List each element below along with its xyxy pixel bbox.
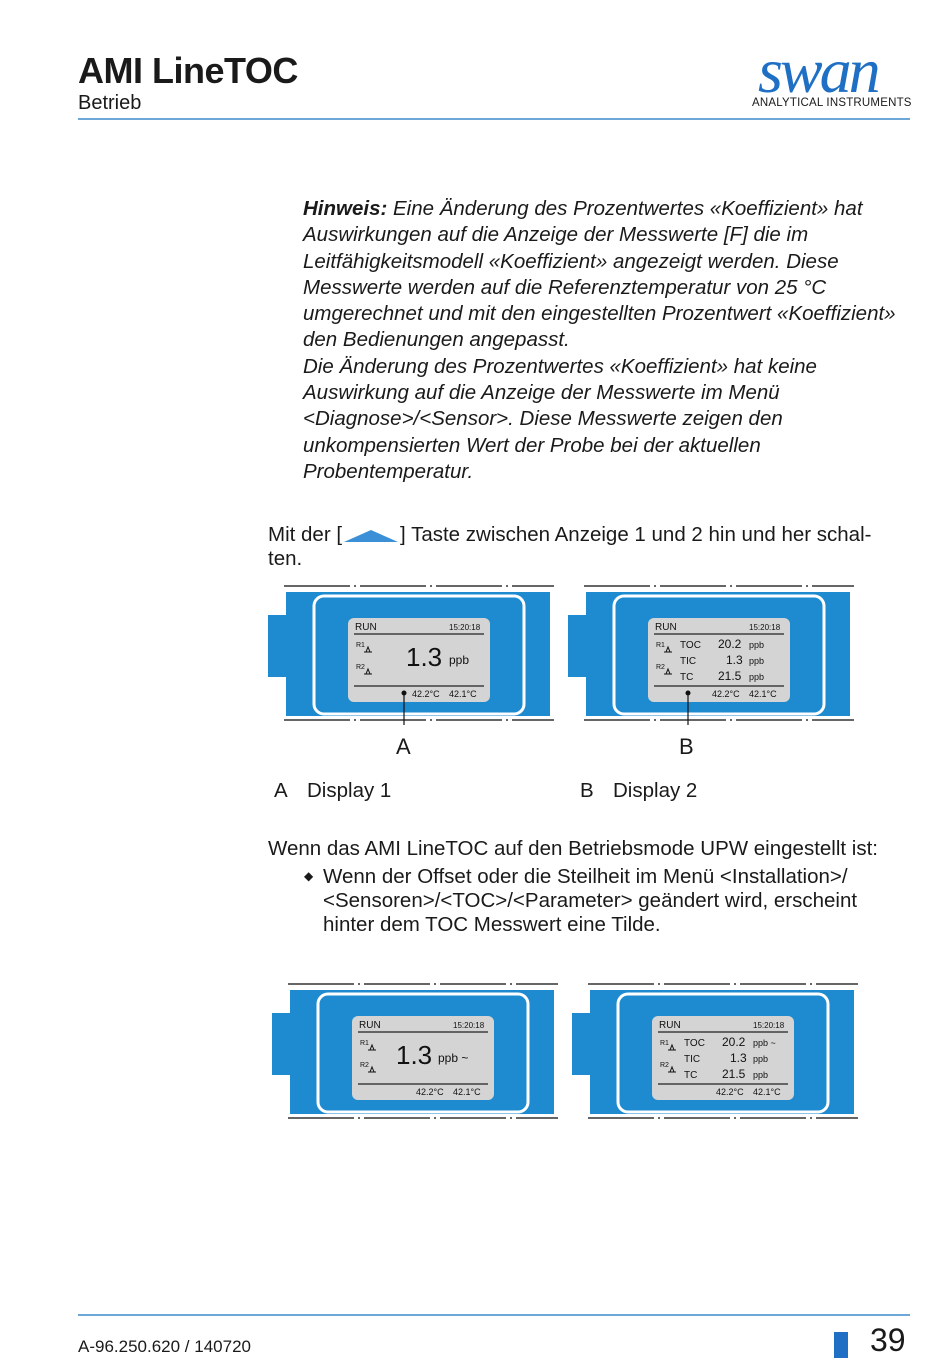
main-value: 1.3 — [406, 642, 442, 672]
note-text-2: Die Änderung des Prozentwertes «Koeffizi… — [303, 354, 817, 483]
temperature-2: 42.1°C — [753, 1087, 781, 1097]
upw-bullet-text: Wenn der Offset oder die Steilheit im Me… — [323, 865, 923, 937]
upw-bullet-line-1: Wenn der Offset oder die Steilheit im Me… — [323, 865, 848, 888]
row-tc-value: 21.5 — [722, 1067, 746, 1081]
toggle-paragraph: Mit der [ ] Taste zwischen Anzeige 1 und … — [268, 523, 918, 571]
relay-r1-label: R1 — [660, 1040, 669, 1047]
relay-r1-icon — [368, 1043, 376, 1051]
relay-r1-label: R1 — [656, 642, 665, 649]
logo-text: swan — [758, 35, 879, 106]
relay-r2-icon — [368, 1065, 376, 1073]
toggle-text-after: ] Taste zwischen Anzeige 1 und 2 hin und… — [400, 523, 872, 546]
relay-r2-label: R2 — [656, 664, 665, 671]
row-toc-unit: ppb — [749, 640, 764, 650]
note-text-1: Eine Änderung des Prozentwertes «Koeffiz… — [303, 197, 896, 352]
temperature-2: 42.1°C — [453, 1087, 481, 1097]
relay-r2-label: R2 — [360, 1062, 369, 1069]
main-unit: ppb — [449, 653, 469, 667]
relay-r2-label: R2 — [356, 664, 365, 671]
clock-label: 15:20:18 — [449, 623, 481, 632]
relay-r2-icon — [664, 667, 672, 675]
temperature-2: 42.1°C — [749, 689, 777, 699]
page-marker-bar — [834, 1332, 848, 1358]
temperature-1: 42.2°C — [412, 689, 440, 699]
row-toc-name: TOC — [680, 640, 701, 651]
relay-r1-label: R1 — [360, 1040, 369, 1047]
upw-bullet-line-2: <Sensoren>/<TOC>/<Parameter> geändert wi… — [323, 889, 858, 912]
device-display-1: RUN 15:20:18 R1 R2 1.3 ppb 42.2°C 42.1°C — [268, 585, 554, 725]
row-toc-value: 20.2 — [718, 637, 742, 651]
up-arrow-key-icon — [344, 529, 399, 542]
page-number: 39 — [870, 1322, 906, 1358]
swan-logo: swan — [758, 35, 882, 106]
main-value: 1.3 — [396, 1040, 432, 1070]
temperature-1: 42.2°C — [716, 1087, 744, 1097]
row-tc-name: TC — [680, 672, 693, 683]
row-toc-value: 20.2 — [722, 1035, 746, 1049]
relay-r1-icon — [668, 1043, 676, 1051]
document-id: A-96.250.620 / 140720 — [78, 1337, 251, 1356]
row-toc-unit-tilde: ppb ~ — [753, 1038, 776, 1048]
page-title: AMI LineTOC — [78, 50, 298, 91]
row-toc-name: TOC — [684, 1038, 705, 1049]
relay-r2-icon — [364, 667, 372, 675]
device-display-2: RUN 15:20:18 R1 R2 TOC 20.2 ppb TIC 1.3 … — [568, 585, 854, 725]
upw-bullet-line-3: hinter dem TOC Messwert eine Tilde. — [323, 913, 661, 936]
callout-b: B — [679, 734, 694, 759]
row-tic-unit: ppb — [749, 656, 764, 666]
clock-label: 15:20:18 — [753, 1021, 785, 1030]
status-label: RUN — [655, 622, 677, 633]
caption-a-letter: A — [274, 779, 288, 802]
toggle-text-line2: ten. — [268, 547, 303, 570]
row-tc-name: TC — [684, 1070, 697, 1081]
clock-label: 15:20:18 — [749, 623, 781, 632]
logo-subtitle: ANALYTICAL INSTRUMENTS — [752, 97, 912, 109]
page-subtitle: Betrieb — [78, 92, 142, 114]
relay-r2-icon — [668, 1065, 676, 1073]
header-rule — [78, 118, 910, 120]
bullet-icon: ◆ — [304, 869, 314, 883]
row-tic-value: 1.3 — [726, 653, 743, 667]
relay-r2-label: R2 — [660, 1062, 669, 1069]
row-tc-unit: ppb — [753, 1070, 768, 1080]
row-tic-name: TIC — [680, 656, 696, 667]
row-tc-value: 21.5 — [718, 669, 742, 683]
row-tic-name: TIC — [684, 1054, 700, 1065]
status-label: RUN — [359, 1020, 381, 1031]
row-tic-unit: ppb — [753, 1054, 768, 1064]
note-block: Hinweis: Eine Änderung des Prozentwertes… — [303, 196, 913, 485]
relay-r1-icon — [364, 645, 372, 653]
status-label: RUN — [355, 622, 377, 633]
caption-b-text: Display 2 — [613, 779, 698, 802]
toggle-text-before: Mit der [ — [268, 523, 343, 546]
upw-intro: Wenn das AMI LineTOC auf den Betriebsmod… — [268, 837, 878, 860]
main-unit-tilde: ppb ~ — [438, 1051, 468, 1065]
temperature-1: 42.2°C — [416, 1087, 444, 1097]
clock-label: 15:20:18 — [453, 1021, 485, 1030]
row-tc-unit: ppb — [749, 672, 764, 682]
status-label: RUN — [659, 1020, 681, 1031]
device-upw-display-2: RUN 15:20:18 R1 R2 TOC 20.2 ppb ~ TIC 1.… — [572, 983, 858, 1119]
note-label: Hinweis: — [303, 197, 388, 220]
device-upw-display-1: RUN 15:20:18 R1 R2 1.3 ppb ~ 42.2°C 42.1… — [272, 983, 558, 1119]
temperature-2: 42.1°C — [449, 689, 477, 699]
row-tic-value: 1.3 — [730, 1051, 747, 1065]
relay-r1-label: R1 — [356, 642, 365, 649]
caption-a-text: Display 1 — [307, 779, 392, 802]
caption-b-letter: B — [580, 779, 594, 802]
footer-rule — [78, 1314, 910, 1316]
temperature-1: 42.2°C — [712, 689, 740, 699]
callout-a: A — [396, 734, 411, 759]
relay-r1-icon — [664, 645, 672, 653]
